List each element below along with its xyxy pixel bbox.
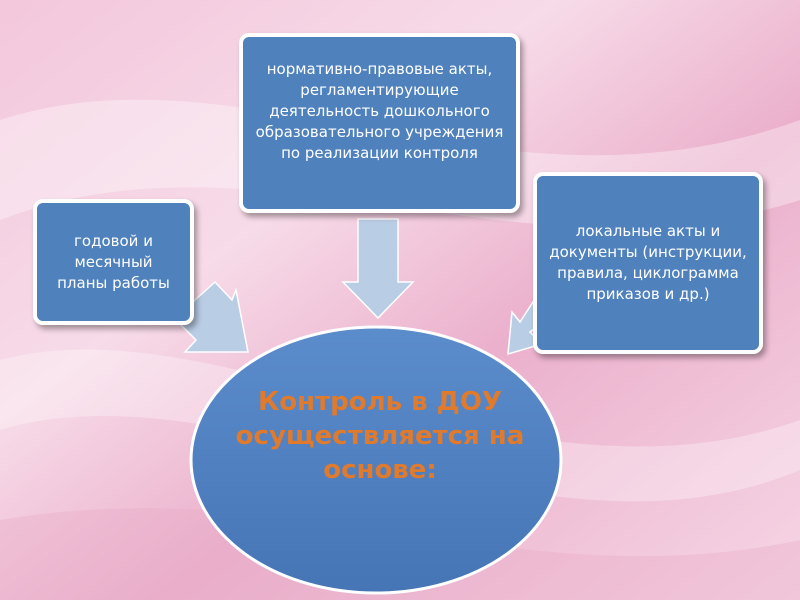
box-regulatory-acts-text: нормативно-правовые акты, регламентирующ… [255,60,504,162]
center-title: Контроль в ДОУ осуществляется на основе: [235,387,525,485]
center-ellipse [189,325,563,595]
box-annual-plans: годовой и месячный планы работы [33,199,194,325]
box-annual-plans-text: годовой и месячный планы работы [57,231,170,292]
box-regulatory-acts: нормативно-правовые акты, регламентирующ… [239,33,520,213]
box-local-acts: локальные акты и документы (инструкции, … [533,172,763,354]
arrow-down [341,218,415,320]
arrow-down-right [177,280,249,353]
box-local-acts-text: локальные акты и документы (инструкции, … [549,222,747,303]
